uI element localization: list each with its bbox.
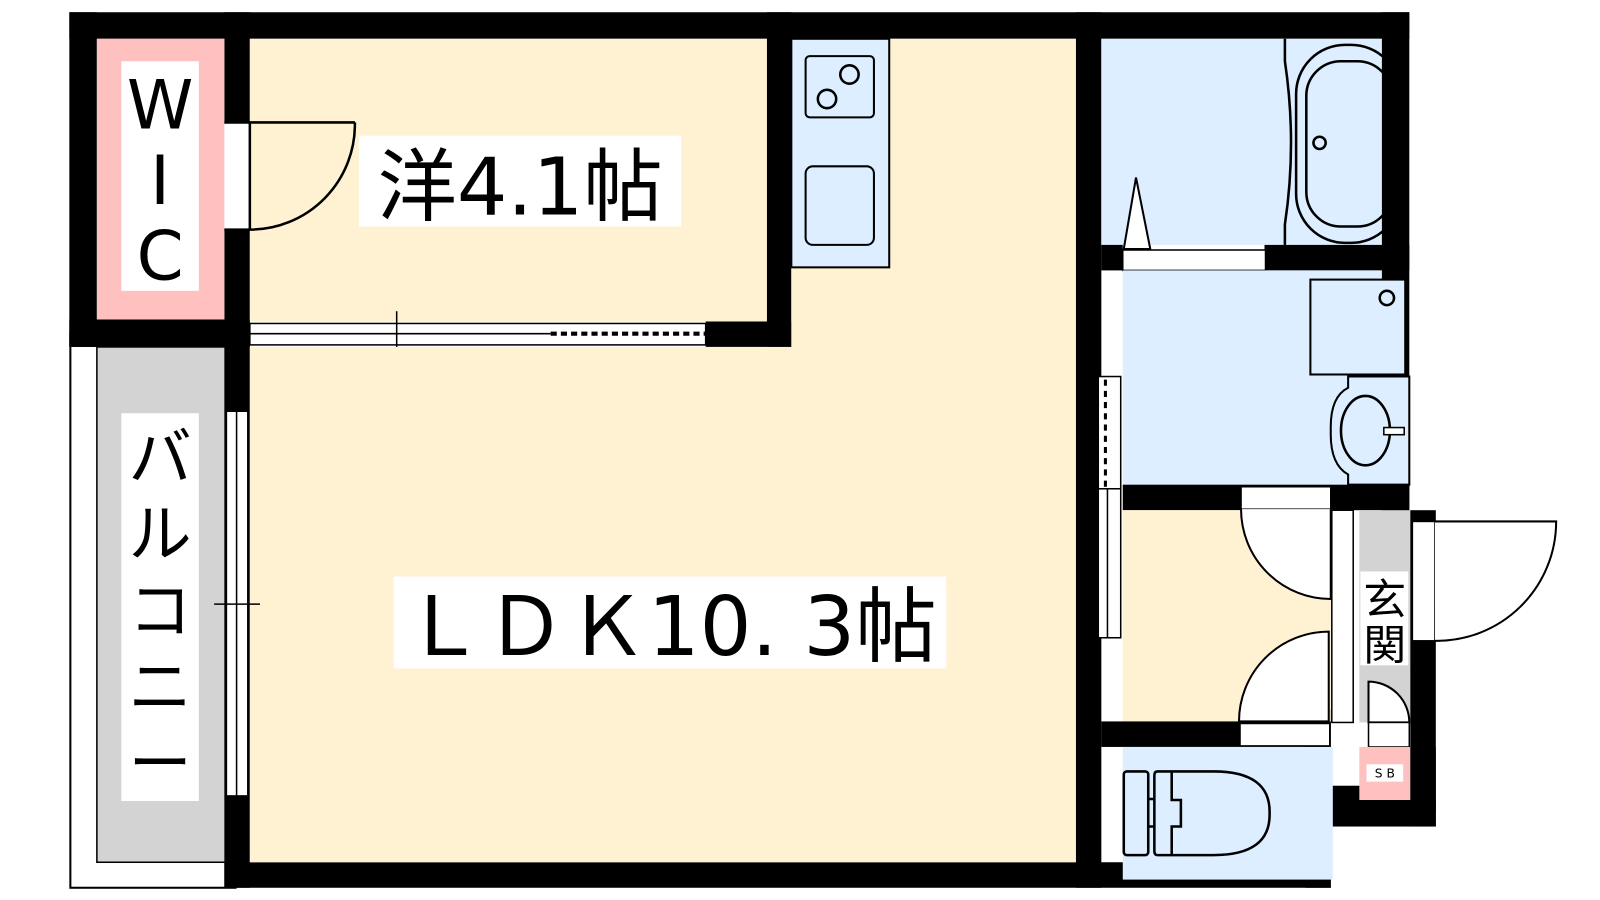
burner-icon (839, 64, 860, 85)
toilet-room-floor (1122, 746, 1333, 880)
sb-opening (1367, 721, 1411, 748)
western-room-label-bg (358, 135, 682, 227)
bathtub-inner (1305, 59, 1394, 228)
bath-divider-wall (1264, 244, 1410, 271)
toilet-tank (1122, 770, 1150, 857)
wic-letter-w: W (127, 67, 194, 145)
ldk-label-bg (393, 576, 947, 669)
hall-door-top-opening (1240, 485, 1332, 510)
washing-machine (1309, 278, 1407, 376)
entrance-letter: 関 (1363, 621, 1406, 671)
bathtub-outer (1294, 43, 1402, 245)
faucet (1383, 426, 1405, 436)
burner-icon (816, 88, 838, 110)
balcony-letter: ー (128, 727, 191, 801)
shoe-box-label-bg (1366, 764, 1404, 782)
shoe-cabinet-door-swing (1367, 680, 1411, 724)
ldk-label: ＬＤＫ10. 3帖 (403, 580, 937, 675)
front-door-opening (1411, 520, 1436, 642)
bath-door-leaf (1122, 177, 1152, 250)
western-room-label: 洋4.1帖 (377, 140, 663, 233)
bath-door (1121, 249, 1267, 272)
bath-wall-curve (1283, 38, 1293, 245)
stove (804, 55, 875, 119)
bath-wall-fill (1101, 244, 1123, 271)
wic-letter-c: C (137, 218, 184, 296)
toilet-bowl (1148, 770, 1271, 857)
wall-top (69, 12, 1410, 39)
hall-door-top-swing (1240, 509, 1332, 601)
entrance-letter: 玄 (1363, 575, 1406, 625)
balcony-letter: ル (128, 497, 191, 571)
ldk-door (1097, 488, 1122, 639)
balcony-letter: コ (128, 574, 191, 648)
front-door-swing (1434, 520, 1558, 642)
sb-bottom-wall (1330, 800, 1436, 827)
balcony-letter: バ (128, 421, 191, 495)
wall-left-upper (69, 12, 97, 347)
washroom-door (1097, 375, 1122, 490)
entrance-step (1331, 509, 1354, 724)
balcony-letter: ニ (128, 650, 191, 724)
wic-door-opening (224, 122, 250, 230)
wic-label-bg (121, 61, 199, 291)
entrance-label-bg (1360, 571, 1409, 666)
bathtub-drain (1312, 135, 1327, 151)
wic-letter-i: I (150, 142, 170, 220)
wall-wic-bottom (69, 319, 250, 347)
wall-western-bottom (705, 321, 792, 347)
shoe-box-label: S B (1375, 767, 1395, 781)
wall-western-right (766, 12, 792, 347)
toilet-door-opening (1239, 722, 1331, 747)
hall-door-bottom-swing (1237, 630, 1330, 723)
wic-door-swing (224, 121, 357, 231)
balcony-label-bg (121, 413, 199, 802)
washing-machine-drain (1378, 289, 1396, 307)
kitchen-sink (804, 165, 875, 246)
bathroom-floor (1101, 38, 1382, 245)
wall-ldk-right (1075, 12, 1102, 888)
